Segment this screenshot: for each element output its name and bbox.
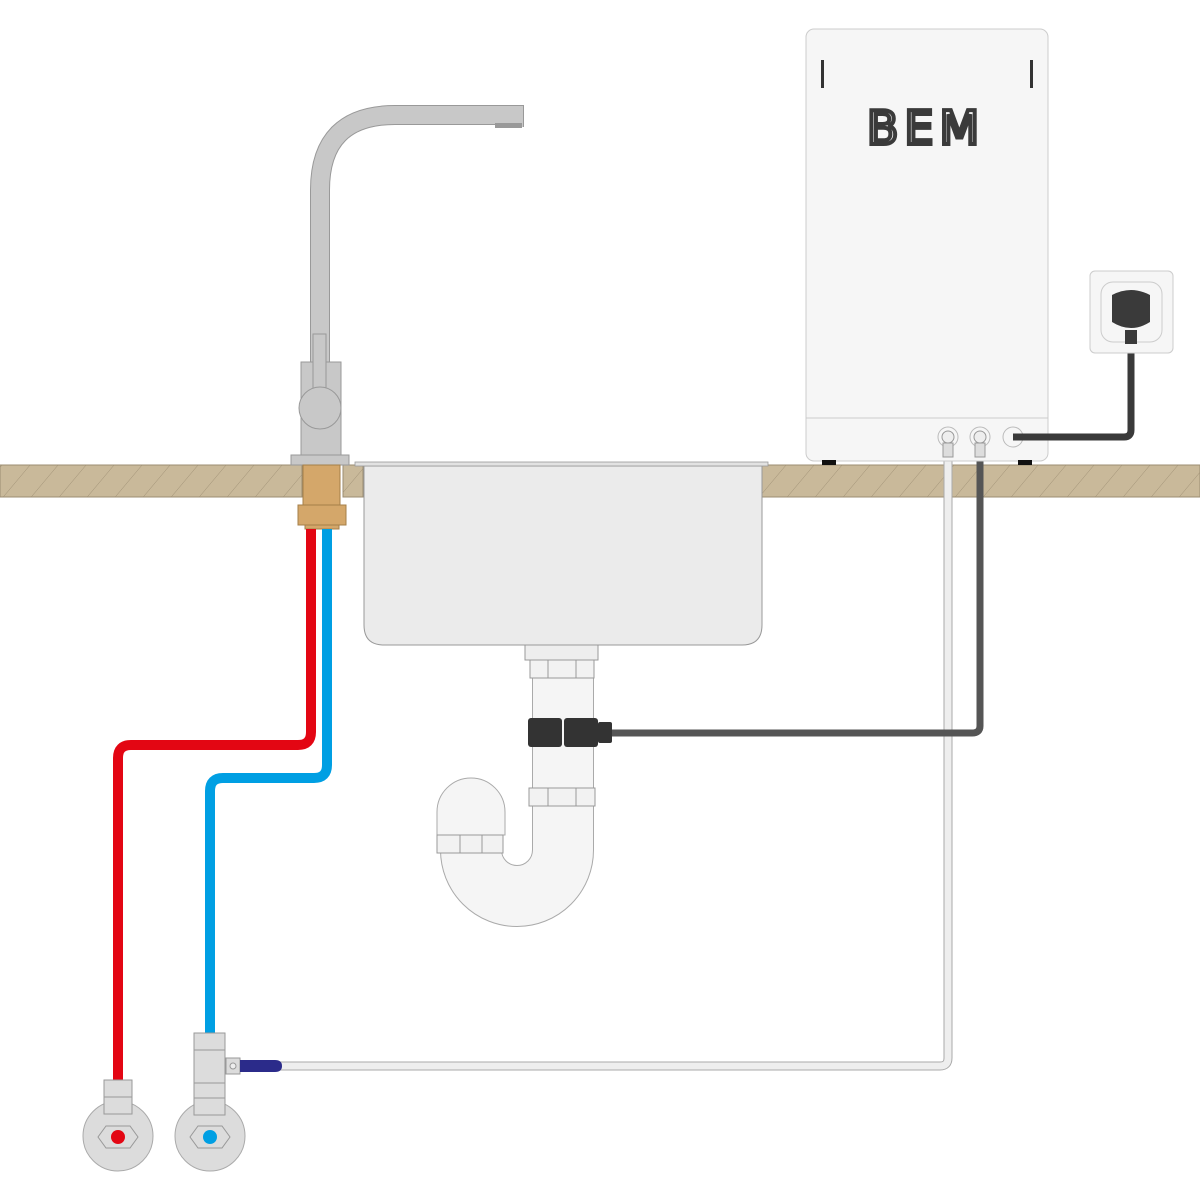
branch-valve[interactable] — [225, 1057, 282, 1075]
faucet-nut — [297, 504, 347, 526]
bem-unit: BEM — [805, 28, 1049, 465]
cold-pipe — [205, 529, 332, 1035]
power-cable — [1013, 340, 1135, 441]
drain-coupler — [528, 718, 612, 747]
faucet — [290, 105, 524, 530]
drain-trap — [436, 644, 599, 927]
cold-angle-valve[interactable] — [174, 1032, 246, 1172]
plug-icon[interactable] — [1112, 290, 1150, 344]
hot-pipe — [113, 529, 316, 1082]
water-fitting — [937, 426, 991, 458]
sink — [354, 461, 769, 646]
hot-angle-valve[interactable] — [82, 1079, 154, 1172]
faucet-thread — [302, 464, 341, 506]
wall-socket-icon — [1089, 270, 1174, 354]
branch-valve-handle[interactable] — [240, 1060, 282, 1072]
drain-hose — [605, 455, 984, 737]
bem-logo: BEM — [867, 101, 985, 155]
